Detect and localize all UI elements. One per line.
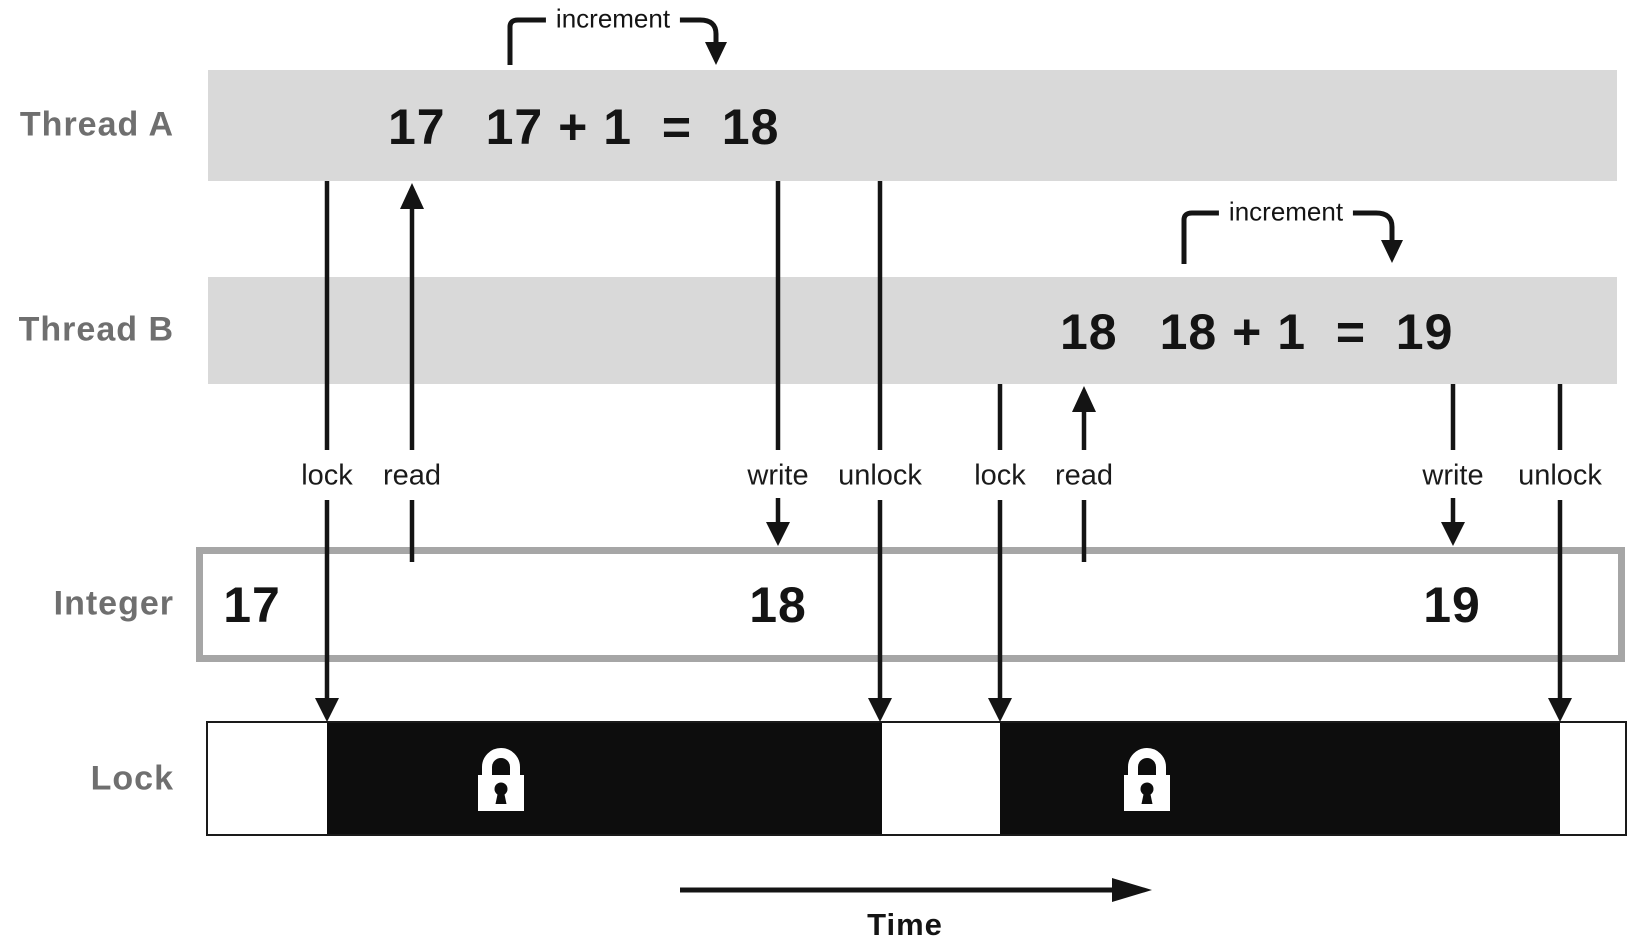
integer-value-18: 18 bbox=[749, 577, 807, 633]
thread-a-increment-label: increment bbox=[545, 3, 681, 35]
down-arrowhead bbox=[315, 698, 339, 722]
thread-b-read-label: read bbox=[1054, 459, 1114, 492]
down-arrowhead bbox=[766, 522, 790, 546]
time-axis-label: Time bbox=[867, 907, 943, 942]
thread-b-timeline-bar bbox=[208, 277, 1617, 384]
down-arrowhead bbox=[705, 42, 727, 65]
thread-b-row-label: Thread B bbox=[18, 310, 174, 349]
integer-value-bar bbox=[196, 547, 1625, 662]
down-arrowhead bbox=[868, 698, 892, 722]
thread-a-event-lines bbox=[315, 181, 892, 722]
up-arrowhead bbox=[400, 183, 424, 209]
thread-a-read-value: 17 bbox=[388, 99, 446, 155]
thread-a-timeline-bar bbox=[208, 70, 1617, 181]
thread-b-event-lines bbox=[988, 384, 1572, 722]
thread-b-unlock-label: unlock bbox=[1518, 459, 1602, 492]
down-arrowhead bbox=[1441, 522, 1465, 546]
integer-value-17: 17 bbox=[223, 577, 281, 633]
locked-padlock-icon bbox=[1124, 748, 1170, 811]
up-arrowhead bbox=[1072, 386, 1096, 412]
thread-b-read-value: 18 bbox=[1060, 304, 1118, 360]
thread-a-row-label: Thread A bbox=[19, 105, 174, 144]
right-arrowhead bbox=[1112, 878, 1152, 902]
thread-a-write-label: write bbox=[747, 459, 809, 492]
thread-b-equation: 18 18 + 1 = 19 bbox=[1060, 303, 1453, 361]
lock-held-segment-a bbox=[327, 723, 882, 834]
integer-value-19: 19 bbox=[1423, 577, 1481, 633]
lock-state-bar bbox=[206, 721, 1627, 836]
thread-a-equation: 17 17 + 1 = 18 bbox=[388, 98, 779, 156]
integer-row-label: Integer bbox=[53, 584, 174, 623]
thread-b-increment-label: increment bbox=[1218, 196, 1354, 228]
locked-padlock-icon bbox=[478, 748, 524, 811]
thread-a-expression: 17 + 1 = 18 bbox=[485, 99, 780, 155]
thread-b-lock-label: lock bbox=[974, 459, 1026, 492]
thread-b-write-label: write bbox=[1422, 459, 1484, 492]
time-axis-arrow bbox=[680, 878, 1152, 902]
down-arrowhead bbox=[1548, 698, 1572, 722]
lock-row-label: Lock bbox=[90, 759, 174, 798]
thread-b-expression: 18 + 1 = 19 bbox=[1159, 304, 1454, 360]
thread-a-unlock-label: unlock bbox=[838, 459, 922, 492]
thread-a-lock-label: lock bbox=[301, 459, 353, 492]
down-arrowhead bbox=[1381, 240, 1403, 263]
thread-a-read-label: read bbox=[382, 459, 442, 492]
lock-held-segment-b bbox=[1000, 723, 1560, 834]
down-arrowhead bbox=[988, 698, 1012, 722]
